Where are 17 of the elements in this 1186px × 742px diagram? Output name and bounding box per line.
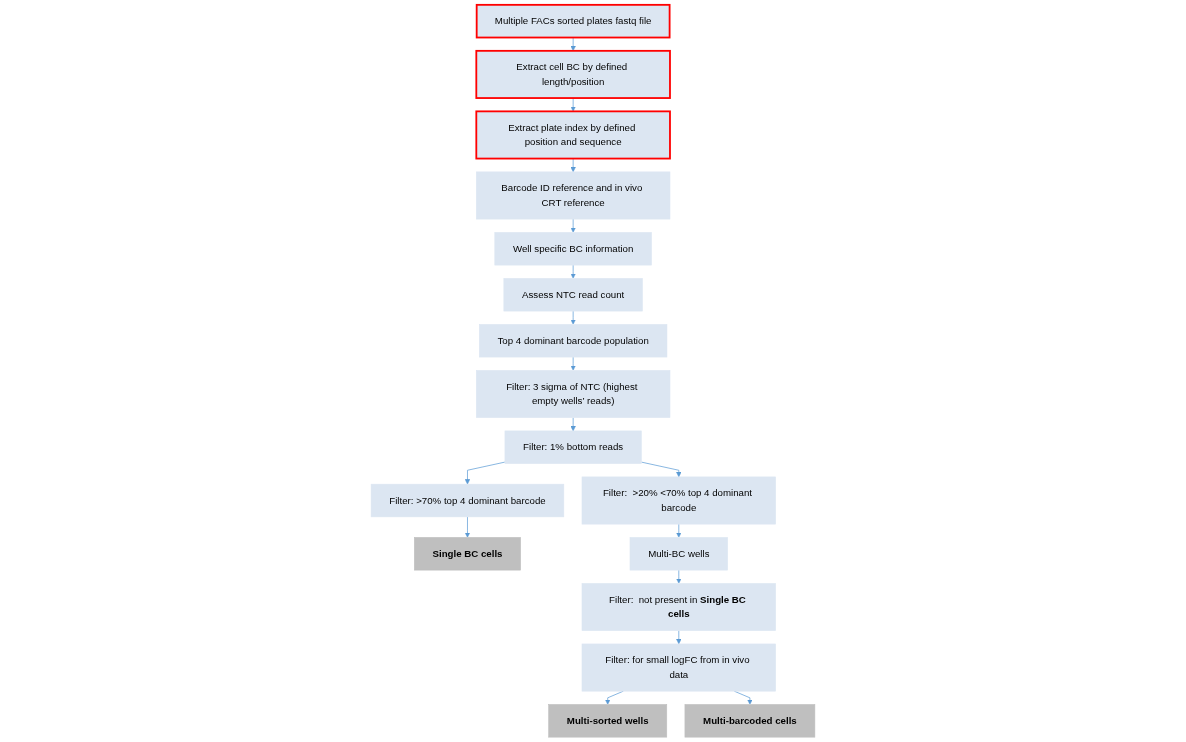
node-box: Filter: not present in Single BC cells bbox=[581, 583, 776, 631]
node-box: Single BC cells bbox=[414, 537, 521, 571]
node-box: Filter: 3 sigma of NTC (highest empty wells’ reads) bbox=[476, 370, 671, 418]
node-box: Barcode ID reference and in vivo CRT reference bbox=[476, 171, 671, 220]
node-box: Filter: >70% top 4 dominant barcode bbox=[370, 483, 565, 518]
node-box: Multi-barcoded cells bbox=[684, 704, 816, 738]
node-box: Extract plate index by defined position and sequence bbox=[475, 110, 671, 160]
node-box: Extract cell BC by defined length/position bbox=[475, 49, 671, 99]
node-box: Filter: 1% bottom reads bbox=[504, 430, 642, 464]
node-box: Multi-sorted wells bbox=[548, 704, 668, 738]
node-box: Filter: for small logFC from in vivo data bbox=[581, 643, 776, 692]
node-box: Top 4 dominant barcode population bbox=[479, 324, 668, 358]
node-box: Well specific BC information bbox=[494, 232, 652, 266]
node-box: Assess NTC read count bbox=[503, 278, 643, 312]
node-box: Multiple FACs sorted plates fastq file bbox=[475, 3, 671, 39]
node-box: Multi-BC wells bbox=[629, 537, 728, 571]
node-box: Filter: >20% <70% top 4 dominant barcode bbox=[581, 476, 776, 525]
